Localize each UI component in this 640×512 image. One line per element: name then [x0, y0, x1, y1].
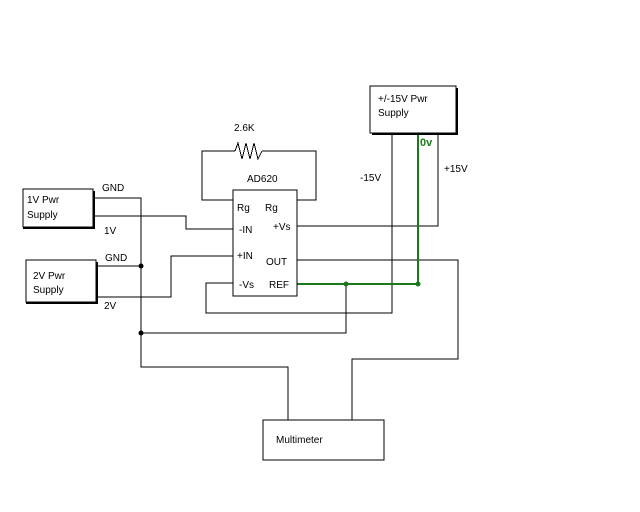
supply-2v-out-label: 2V [104, 301, 117, 312]
chip-pin-rg-right: Rg [265, 203, 278, 214]
junction-dot [415, 281, 421, 287]
supply-2v-subtitle: Supply [33, 285, 64, 296]
supply-1v-title: 1V Pwr [27, 195, 60, 206]
chip-pin-ref: REF [269, 280, 289, 291]
wire-neg-vs [205, 133, 393, 314]
junction-dot [138, 263, 144, 269]
supply-2v-title: 2V Pwr [33, 271, 66, 282]
wire-out [297, 259, 459, 420]
supply-1v: 1V Pwr Supply GND 1V [22, 183, 124, 237]
wire-1v-signal [93, 215, 233, 230]
supply-15v-zero-label: 0v [420, 137, 433, 149]
supply-1v-out-label: 1V [104, 226, 117, 237]
chip-pin-vs-neg: -Vs [239, 280, 254, 291]
chip-pin-vs-pos: +Vs [273, 222, 291, 233]
junction-dot [343, 281, 349, 287]
junction-dot [138, 330, 144, 336]
supply-1v-gnd-label: GND [102, 183, 124, 194]
ad620-chip: AD620 Rg Rg -IN +Vs +IN OUT -Vs REF [232, 174, 298, 297]
supply-1v-subtitle: Supply [27, 210, 58, 221]
multimeter-box [262, 419, 385, 461]
supply-15v: +/-15V Pwr Supply -15V +15V 0v [360, 85, 468, 184]
supply-2v: 2V Pwr Supply GND 2V [25, 253, 127, 312]
multimeter: Multimeter [262, 419, 385, 461]
chip-pin-in-pos: +IN [237, 251, 253, 262]
chip-name: AD620 [247, 174, 278, 185]
supply-2v-box [25, 259, 97, 303]
chip-body [232, 189, 298, 297]
wire-pos-vs [297, 133, 439, 227]
supply-15v-title: +/-15V Pwr [378, 94, 428, 105]
wire-1v-gnd [93, 197, 289, 420]
supply-15v-subtitle: Supply [378, 108, 409, 119]
wire-gnd-ref [141, 284, 347, 334]
multimeter-label: Multimeter [276, 435, 323, 446]
resistor-zigzag [234, 141, 263, 161]
wires [93, 133, 459, 420]
chip-pin-rg-left: Rg [237, 203, 250, 214]
resistor: 2.6K [234, 123, 263, 161]
supply-15v-pos-label: +15V [444, 164, 468, 175]
wire-rg-right [262, 150, 317, 201]
wire-2v-signal [96, 255, 233, 298]
wire-zero-volt [297, 133, 419, 285]
supply-2v-gnd-label: GND [105, 253, 127, 264]
supply-1v-box [22, 188, 94, 228]
supply-15v-neg-label: -15V [360, 173, 381, 184]
chip-pin-in-neg: -IN [239, 225, 252, 236]
wire-rg-left [201, 150, 235, 201]
chip-pin-out: OUT [266, 257, 287, 268]
resistor-label: 2.6K [234, 123, 255, 134]
